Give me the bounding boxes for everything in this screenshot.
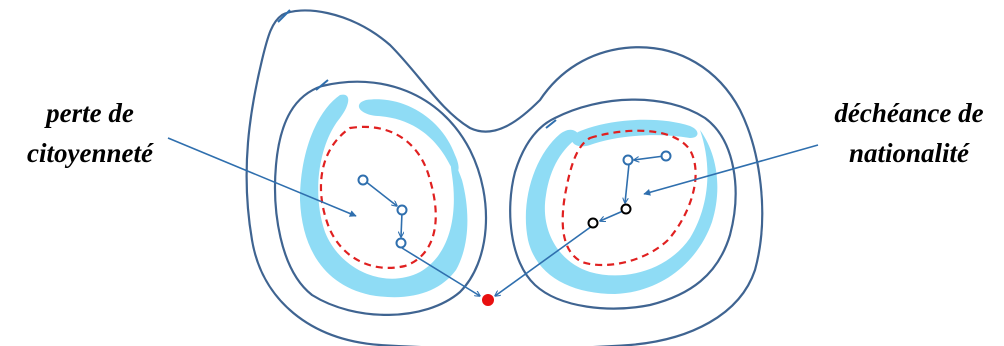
- left-basin-dashed-contour: [321, 127, 436, 268]
- right-trajectory-step-2: [625, 164, 629, 203]
- left-node-3: [397, 239, 406, 248]
- right-basin-dashed-contour: [563, 131, 696, 265]
- right-node-1: [662, 152, 671, 161]
- left-trajectory-step-1: [365, 181, 397, 206]
- right-trajectory-step-3: [600, 211, 623, 221]
- left-node-1: [359, 176, 368, 185]
- left-label-arrow: [168, 138, 356, 216]
- left-node-2: [398, 206, 407, 215]
- right-node-4: [589, 219, 598, 228]
- right-node-2: [624, 156, 633, 165]
- left-trajectory-step-2: [401, 212, 402, 237]
- right-basin-band-upper: [572, 120, 698, 147]
- target-point: [482, 294, 494, 306]
- left-basin-band-upper: [359, 99, 459, 171]
- right-trajectory-step-1: [634, 156, 664, 160]
- right-node-3: [622, 205, 631, 214]
- outer-boundary: [247, 10, 763, 346]
